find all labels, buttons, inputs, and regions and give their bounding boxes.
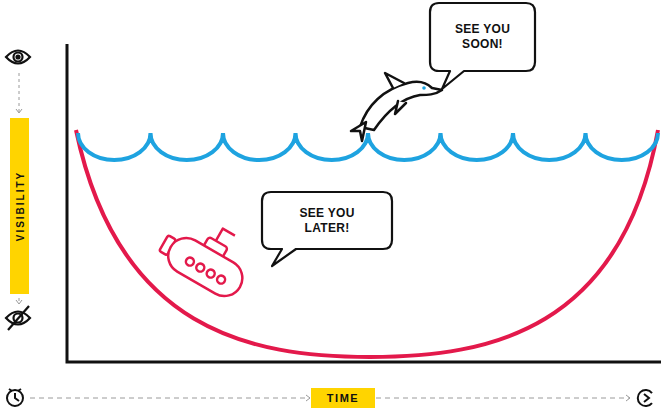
axis-label: VISIBILITY <box>14 171 25 242</box>
bubble-outline-path <box>430 3 535 89</box>
speech-bubble: SEE YOU SOON! <box>430 3 535 71</box>
submarine <box>155 207 261 303</box>
axis-label: TIME <box>311 388 375 408</box>
dolphin <box>351 73 442 141</box>
dive-curve <box>76 130 658 357</box>
axis-label-bar: VISIBILITY <box>10 118 29 294</box>
axis-label-bar: TIME <box>311 388 375 408</box>
start-clock-icon <box>7 389 23 406</box>
speech-text: SEE YOU LATER! <box>291 206 363 236</box>
chart-axes <box>67 44 661 362</box>
speech-bubble: SEE YOU LATER! <box>262 192 392 249</box>
eye-icon <box>6 51 30 64</box>
speech-text: SEE YOU SOON! <box>447 22 519 52</box>
water-waves <box>78 133 658 160</box>
bubble-outline-path <box>262 192 392 266</box>
end-clock-icon <box>638 390 652 406</box>
hidden-eye-icon <box>6 306 30 330</box>
bubble-outline <box>262 192 392 249</box>
